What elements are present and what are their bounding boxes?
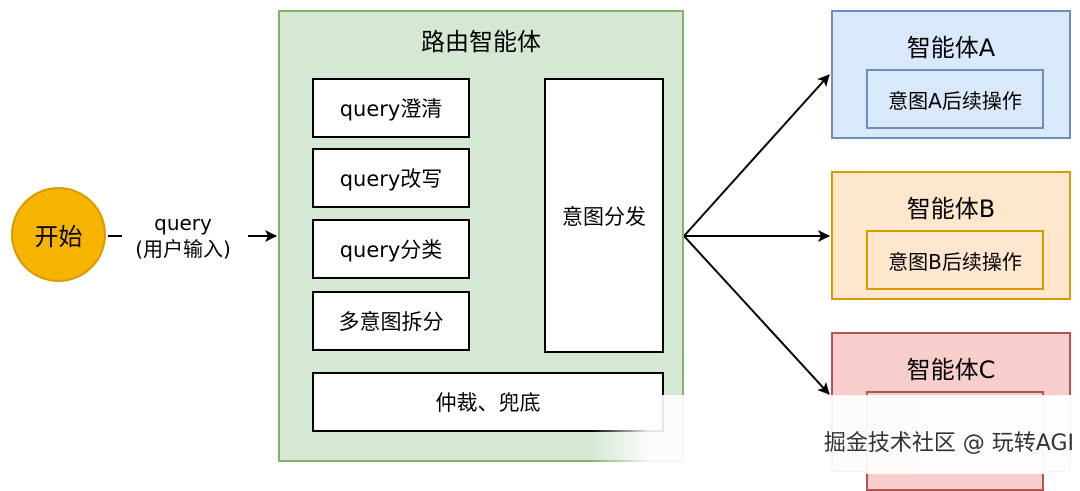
- intent-dispatch-box: 意图分发: [544, 78, 664, 353]
- start-label: 开始: [34, 223, 83, 251]
- step-label: query改写: [339, 167, 443, 191]
- step-query-rewrite: query改写: [312, 148, 470, 208]
- agent-a-action: 意图A后续操作: [866, 69, 1044, 129]
- dispatch-label: 意图分发: [562, 204, 646, 229]
- step-label: query澄清: [339, 97, 443, 121]
- query-input-label: query (用户输入): [128, 210, 238, 262]
- agent-a-title: 智能体A: [906, 34, 996, 62]
- agent-b: 智能体B 意图B后续操作: [831, 171, 1071, 300]
- step-label: query分类: [339, 238, 443, 262]
- agent-b-title: 智能体B: [906, 195, 996, 223]
- agent-c-title: 智能体C: [906, 356, 996, 384]
- step-query-classify: query分类: [312, 219, 470, 279]
- arrow-dispatch-to-agent-a: [683, 74, 830, 237]
- fallback-label: 仲裁、兜底: [435, 391, 541, 415]
- query-label-line2: (用户输入): [135, 237, 231, 261]
- watermark-text: 掘金技术社区 @ 玩转AGI: [823, 431, 1074, 456]
- agent-a: 智能体A 意图A后续操作: [831, 10, 1071, 139]
- step-intent-split: 多意图拆分: [312, 291, 470, 351]
- step-query-clarify: query澄清: [312, 78, 470, 138]
- start-node: 开始: [11, 187, 106, 282]
- agent-b-action: 意图B后续操作: [866, 230, 1044, 290]
- router-title: 路由智能体: [421, 28, 541, 56]
- step-label: 多意图拆分: [338, 310, 444, 334]
- agent-b-action-label: 意图B后续操作: [888, 249, 1022, 274]
- agent-a-action-label: 意图A后续操作: [888, 88, 1022, 113]
- watermark-fade: [590, 395, 1080, 474]
- query-label-line1: query: [154, 211, 212, 235]
- arrow-dispatch-to-agent-c: [683, 235, 830, 395]
